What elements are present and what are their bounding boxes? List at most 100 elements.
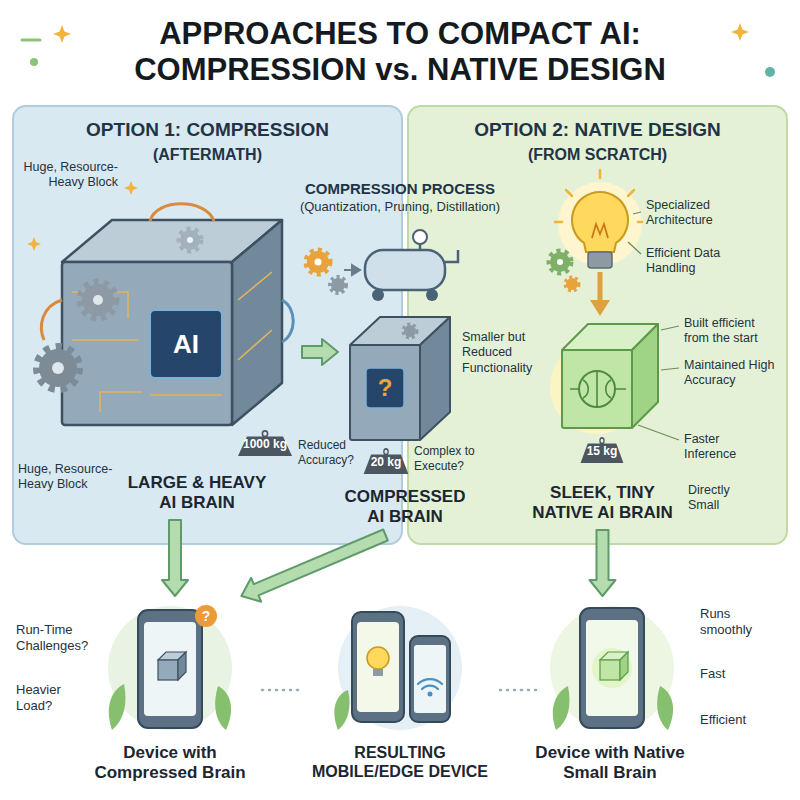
- scene-ground: [108, 606, 232, 730]
- gear-teeth: [565, 277, 579, 291]
- badge-text-slot: ?: [196, 607, 216, 625]
- warning-badge: [195, 605, 217, 627]
- flow-arrow: [302, 339, 338, 365]
- weight-text-slot: 15 kg: [579, 444, 625, 458]
- device-caption-slot: RESULTING MOBILE/EDGE DEVICE: [307, 743, 493, 781]
- dotted-separator: [500, 689, 540, 692]
- phone-screen: [144, 622, 196, 716]
- device-scene: RESULTING MOBILE/EDGE DEVICE: [305, 598, 495, 790]
- ai-brain: SLEEK, TINY NATIVE AI BRAIN: [525, 320, 680, 528]
- gear-teeth: [330, 277, 346, 293]
- ai-brain: ? COMPRESSED AI BRAIN: [340, 315, 470, 533]
- annotation-label: Built efficient from the start: [684, 316, 779, 347]
- annotation-label: Reduced Accuracy?: [298, 438, 360, 467]
- cube-front: [62, 262, 232, 425]
- gear-hole: [557, 259, 563, 265]
- panel-subheading-slot: (FROM SCRATCH): [409, 145, 786, 164]
- panel-subheading: (FROM SCRATCH): [409, 145, 786, 164]
- gear: [39, 349, 77, 387]
- annotation-label: Huge, Resource-Heavy Block: [18, 462, 118, 493]
- annotation-label-slot: Specialized Architecture: [646, 198, 756, 229]
- dotted-separator: [262, 689, 300, 692]
- down-arrow: [598, 272, 603, 302]
- panel-heading: OPTION 2: NATIVE DESIGN: [409, 119, 786, 142]
- weight-ring: [262, 431, 267, 437]
- gear-teeth: [306, 250, 330, 274]
- brain-caption-slot: COMPRESSED AI BRAIN: [340, 487, 470, 528]
- phone: [352, 612, 404, 722]
- gear-teeth: [37, 347, 79, 389]
- cube-screen: [150, 310, 222, 378]
- bulb-icon: [373, 669, 383, 676]
- cube-side: [632, 324, 658, 428]
- wifi-icon: [428, 692, 433, 697]
- process-title-slot: COMPRESSION PROCESS: [275, 180, 525, 198]
- screen-text: ?: [366, 368, 404, 408]
- gear-teeth: [80, 282, 116, 318]
- compressor-pipe: [419, 243, 422, 250]
- device-caption: Device with Native Small Brain: [530, 743, 690, 784]
- cube-icon: [600, 652, 628, 660]
- wifi-icon: [418, 679, 442, 689]
- gear-hole: [52, 362, 64, 374]
- device-caption-slot: Device with Compressed Brain: [90, 743, 250, 784]
- annotation-label: Maintained High Accuracy: [684, 358, 776, 389]
- gear-hole: [315, 259, 322, 266]
- leaf: [334, 690, 349, 730]
- process-subtitle: (Quantization, Pruning, Distillation): [255, 199, 545, 215]
- cube-icon: [178, 652, 186, 680]
- brain-caption-slot: LARGE & HEAVY AI BRAIN: [122, 473, 272, 514]
- phone: [580, 608, 644, 728]
- screen-text: AI: [150, 310, 222, 378]
- flow-arrow: [590, 530, 616, 596]
- device-scene: Device with Compressed Brain: [85, 598, 255, 790]
- cube-screen: [366, 368, 404, 408]
- annotation-label-slot: Huge, Resource-Heavy Block: [18, 160, 118, 191]
- down-arrow-head: [590, 300, 610, 316]
- annotation-label-slot: Efficient Data Handling: [646, 246, 751, 277]
- gear-hole: [93, 295, 103, 305]
- process-subtitle-slot: (Quantization, Pruning, Distillation): [255, 199, 545, 215]
- annotation-label-slot: Fast: [700, 666, 780, 682]
- dash: [22, 39, 40, 42]
- gear-teeth: [549, 251, 571, 273]
- annotation-label: Huge, Resource-Heavy Block: [18, 160, 118, 191]
- cube-front: [350, 345, 420, 440]
- annotation-label-slot: Smaller but Reduced Functionality: [462, 330, 547, 376]
- gear: [307, 251, 329, 273]
- device-caption: Device with Compressed Brain: [90, 743, 250, 784]
- brain-caption: SLEEK, TINY NATIVE AI BRAIN: [525, 483, 680, 524]
- sparkle: [27, 237, 41, 251]
- annotation-label: Complex to Execute?: [414, 444, 478, 473]
- bulb-base: [588, 252, 612, 268]
- annotation-label-slot: Maintained High Accuracy: [684, 358, 776, 389]
- cube-top: [562, 324, 658, 350]
- flow-arrow: [162, 520, 188, 596]
- gear: [180, 230, 200, 250]
- sparkle: [53, 25, 71, 43]
- weight-text: 1000 kg: [236, 437, 294, 451]
- cube-top: [62, 220, 282, 262]
- screen-text-slot: ?: [366, 368, 404, 408]
- annotation-label: Efficient Data Handling: [646, 246, 751, 277]
- weight-text-slot: 20 kg: [362, 455, 410, 469]
- cube-glow: [550, 340, 644, 434]
- bulb-filament: [592, 224, 608, 238]
- gear-teeth: [403, 324, 417, 338]
- device-caption-slot: Device with Native Small Brain: [530, 743, 690, 784]
- device-caption: RESULTING MOBILE/EDGE DEVICE: [307, 743, 493, 781]
- sparkle: [731, 23, 749, 41]
- weight-text-slot: 1000 kg: [236, 437, 294, 451]
- bulb-rays: [555, 170, 642, 222]
- weight-tag: 1000 kg: [236, 430, 294, 456]
- compressor-wheel: [426, 289, 438, 301]
- annotation-label: Runs smoothly: [700, 606, 780, 638]
- scene-ground: [338, 606, 462, 730]
- process-title: COMPRESSION PROCESS: [275, 180, 525, 198]
- annotation-label: Efficient: [700, 712, 780, 728]
- annotation-label-slot: Reduced Accuracy?: [298, 438, 360, 467]
- annotation-label-slot: Huge, Resource-Heavy Block: [18, 462, 118, 493]
- weight-ring: [600, 438, 604, 444]
